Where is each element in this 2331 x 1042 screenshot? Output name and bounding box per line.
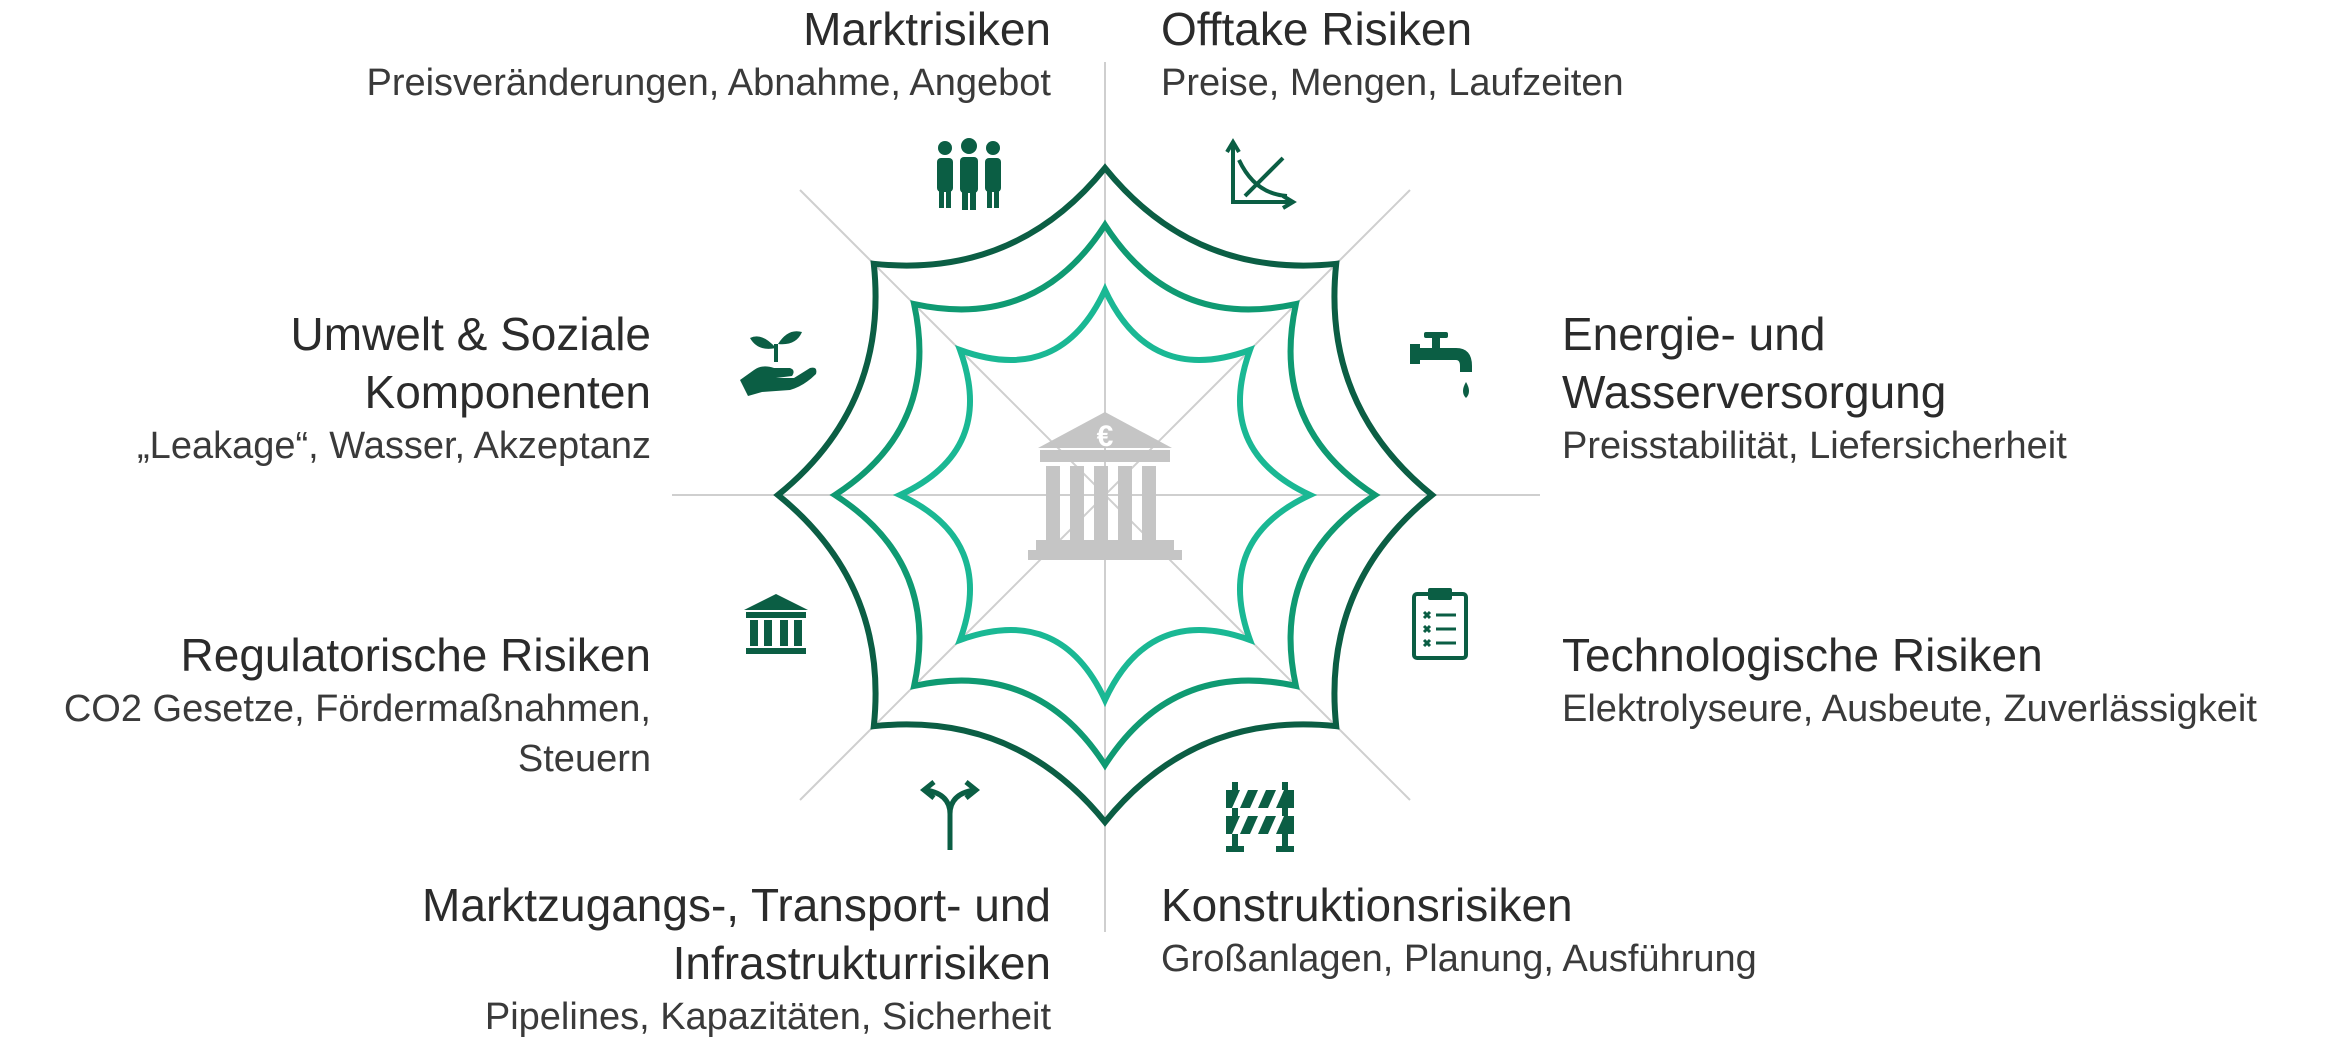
risk-title: Umwelt & Soziale bbox=[290, 308, 651, 360]
government-building-icon bbox=[744, 594, 808, 654]
construction-barrier-icon bbox=[1226, 782, 1294, 852]
risk-title: Regulatorische Risiken bbox=[180, 629, 651, 681]
split-arrows-icon bbox=[919, 780, 981, 850]
web-ring-inner bbox=[892, 282, 1318, 708]
supply-demand-chart-icon bbox=[1225, 138, 1297, 210]
risk-marktrisiken: Marktrisiken Preisveränderungen, Abnahme… bbox=[351, 0, 1051, 108]
risk-title: Marktzugangs-, Transport- und bbox=[422, 879, 1051, 931]
risk-details: Pipelines, Kapazitäten, Sicherheit bbox=[484, 996, 1051, 1038]
risk-konstruktion: Konstruktionsrisiken Großanlagen, Planun… bbox=[1161, 876, 1921, 984]
risk-offtake: Offtake Risiken Preise, Mengen, Laufzeit… bbox=[1161, 0, 1861, 108]
risk-regulatorisch: Regulatorische Risiken CO2 Gesetze, Förd… bbox=[1, 626, 651, 784]
risk-title: Konstruktionsrisiken bbox=[1161, 879, 1573, 931]
risk-details: Elektrolyseure, Ausbeute, Zuverlässigkei… bbox=[1562, 688, 2257, 730]
risk-title: Marktrisiken bbox=[803, 3, 1051, 55]
web-ring-outer bbox=[773, 163, 1437, 827]
risk-details: Preisstabilität, Liefersicherheit bbox=[1562, 425, 2067, 467]
plant-in-hand-icon bbox=[740, 331, 817, 396]
risk-details: „Leakage“, Wasser, Akzeptanz bbox=[137, 425, 651, 467]
risk-details: Großanlagen, Planung, Ausführung bbox=[1161, 938, 1757, 980]
web-ring-middle bbox=[829, 219, 1381, 771]
risk-title: Energie- und bbox=[1562, 308, 1826, 360]
water-tap-icon bbox=[1410, 332, 1472, 398]
risk-details: Preisveränderungen, Abnahme, Angebot bbox=[366, 62, 1051, 104]
risk-details: CO2 Gesetze, Fördermaßnahmen, bbox=[63, 688, 651, 730]
risk-title: Offtake Risiken bbox=[1161, 3, 1473, 55]
people-group-icon bbox=[937, 138, 1001, 210]
risk-details-line2: Steuern bbox=[517, 738, 651, 780]
risk-technologie: Technologische Risiken Elektrolyseure, A… bbox=[1562, 626, 2327, 734]
risk-energie-wasser: Energie- und Wasserversorgung Preisstabi… bbox=[1562, 305, 2322, 471]
risk-details: Preise, Mengen, Laufzeiten bbox=[1161, 62, 1624, 104]
svg-text:€: € bbox=[1097, 420, 1114, 453]
clipboard-checklist-icon bbox=[1412, 588, 1468, 660]
risk-umwelt-sozial: Umwelt & Soziale Komponenten „Leakage“, … bbox=[1, 305, 651, 471]
risk-title-line2: Infrastrukturrisiken bbox=[672, 937, 1051, 989]
bank-euro-icon: € bbox=[1028, 412, 1182, 560]
risk-title-line2: Wasserversorgung bbox=[1562, 366, 1947, 418]
risk-title: Technologische Risiken bbox=[1562, 629, 2043, 681]
risk-marktzugang: Marktzugangs-, Transport- und Infrastruk… bbox=[251, 876, 1051, 1042]
risk-title-line2: Komponenten bbox=[364, 366, 651, 418]
web-rings bbox=[773, 163, 1437, 827]
